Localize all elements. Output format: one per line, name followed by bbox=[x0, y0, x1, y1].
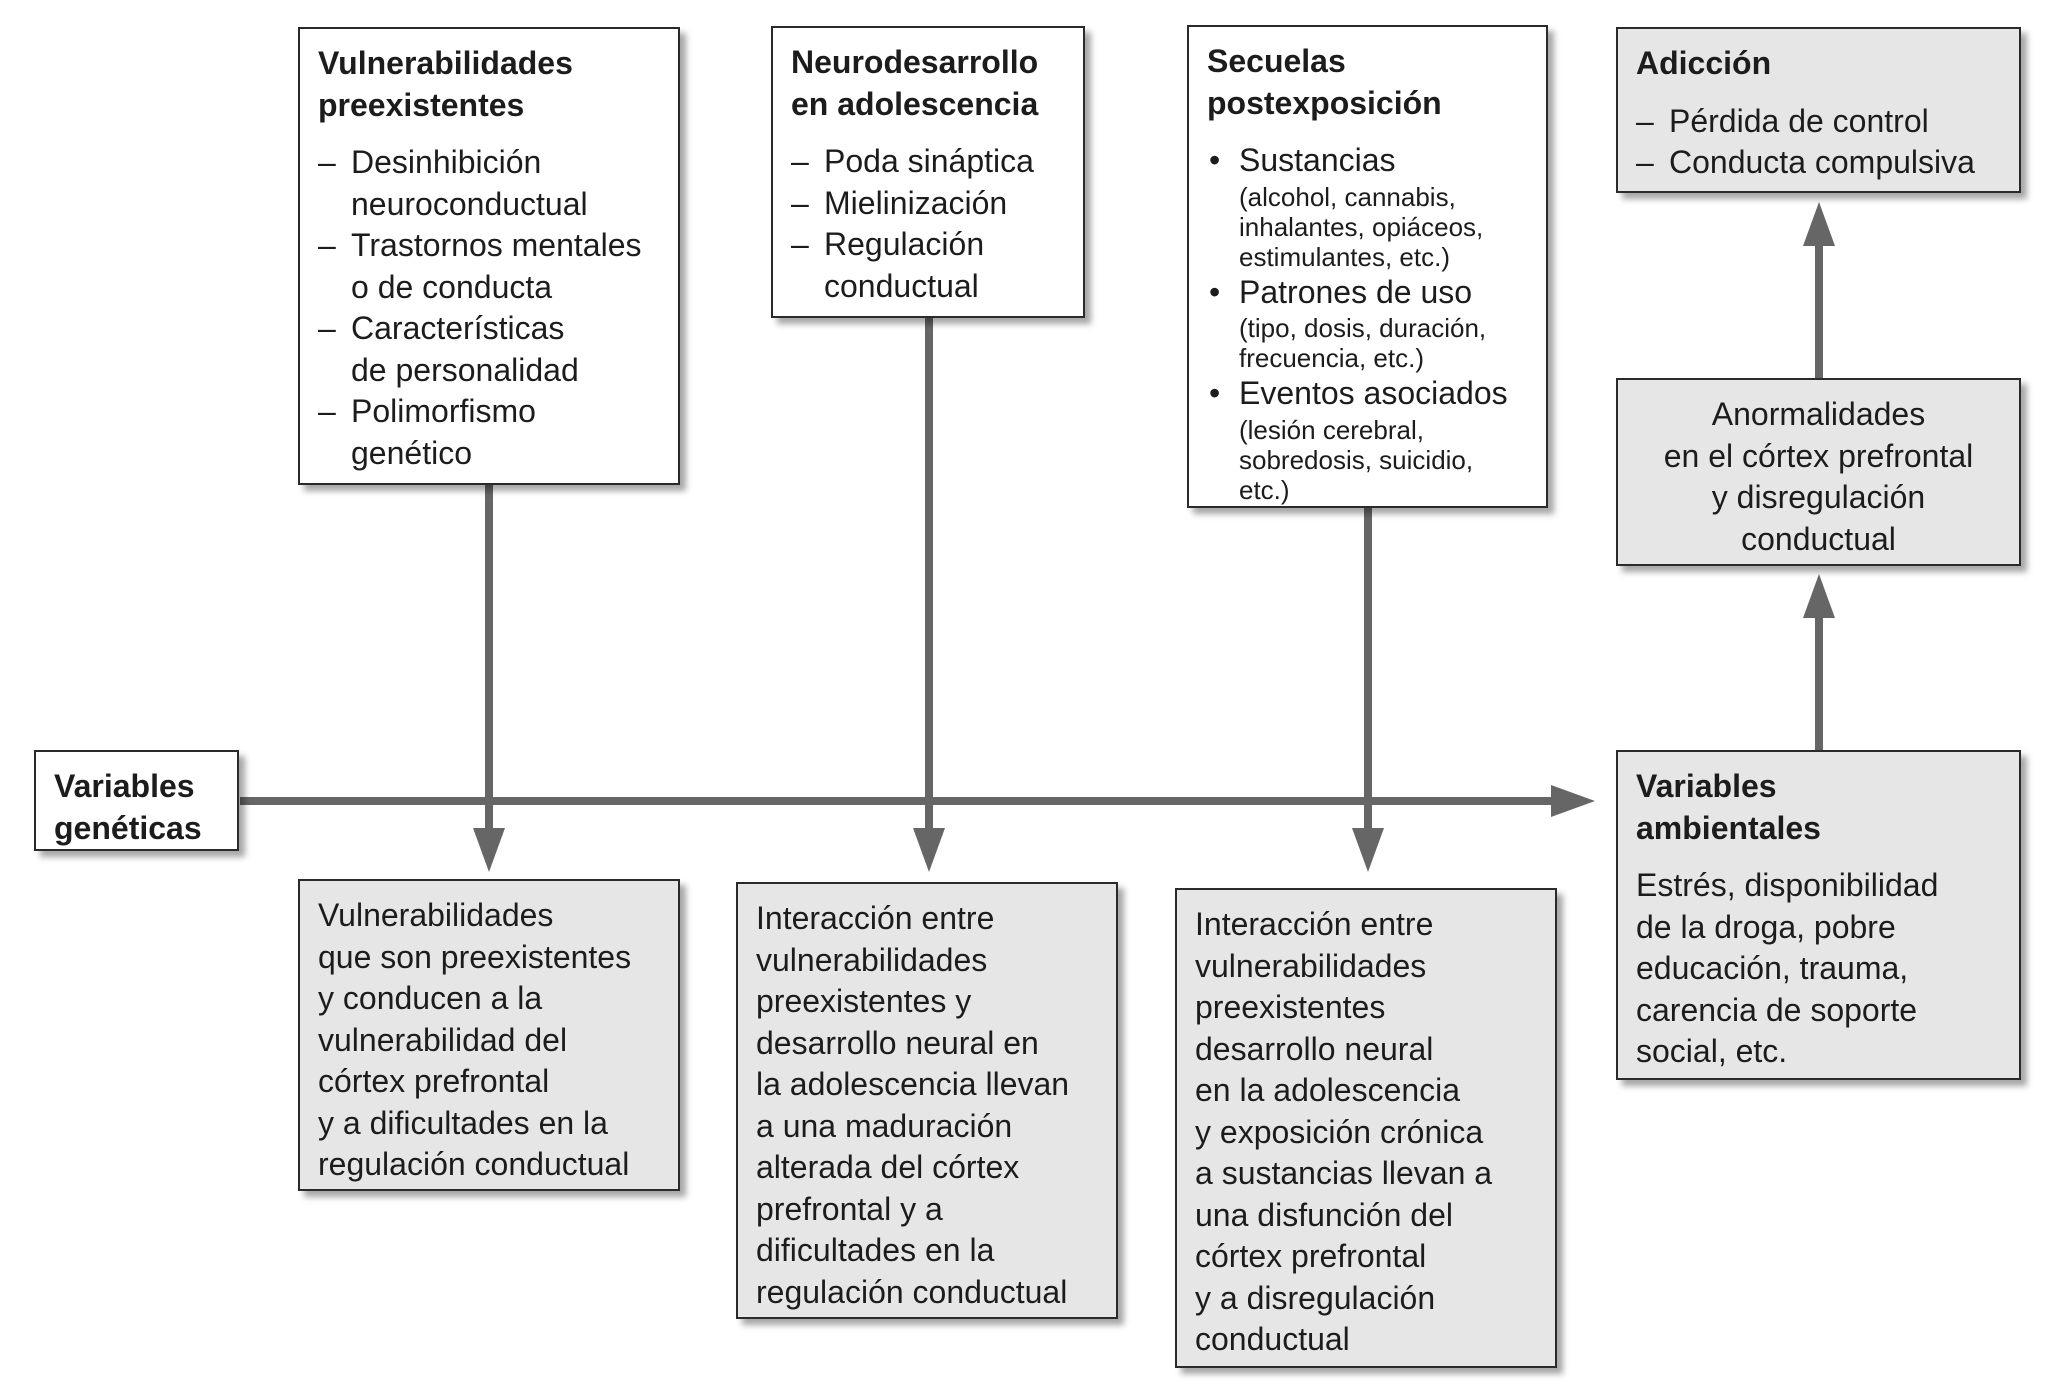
arrowhead-secuelas bbox=[1352, 828, 1384, 872]
arrowhead-vulnerabilidades bbox=[473, 828, 505, 872]
vulnerabilidades-title: Vulnerabilidades preexistentes bbox=[318, 45, 573, 123]
list-item: Patrones de uso (tipo, dosis, duración, … bbox=[1207, 272, 1528, 374]
neurodesarrollo-title: Neurodesarrollo en adolescencia bbox=[791, 44, 1039, 122]
box-variables-ambientales: Variables ambientales Estrés, disponibil… bbox=[1616, 750, 2021, 1080]
list-item: Sustancias (alcohol, cannabis, inhalante… bbox=[1207, 140, 1528, 272]
list-item: Características de personalidad bbox=[318, 308, 660, 391]
box-anormalidades: Anormalidades en el córtex prefrontal y … bbox=[1616, 378, 2021, 566]
ambientales-text: Estrés, disponibilidad de la droga, pobr… bbox=[1636, 867, 1939, 1069]
box-secuelas-postexposicion: Secuelas postexposición Sustancias (alco… bbox=[1187, 25, 1548, 508]
arrowhead-main-axis bbox=[1551, 785, 1595, 817]
adiccion-list: Pérdida de control Conducta compulsiva bbox=[1636, 101, 2001, 184]
list-item: Trastornos mentales o de conducta bbox=[318, 225, 660, 308]
neurodesarrollo-list: Poda sináptica Mielinización Regulación … bbox=[791, 141, 1065, 307]
ambientales-title: Variables ambientales bbox=[1636, 768, 1821, 846]
list-item: Conducta compulsiva bbox=[1636, 142, 2001, 184]
secuelas-list: Sustancias (alcohol, cannabis, inhalante… bbox=[1207, 140, 1528, 505]
adiccion-title: Adicción bbox=[1636, 45, 1772, 81]
secuelas-title: Secuelas postexposición bbox=[1207, 43, 1442, 121]
arrowhead-neurodesarrollo bbox=[913, 828, 945, 872]
box-adiccion: Adicción Pérdida de control Conducta com… bbox=[1616, 27, 2021, 193]
arrowhead-ambientales-up bbox=[1803, 574, 1835, 618]
list-item: Eventos asociados (lesión cerebral, sobr… bbox=[1207, 373, 1528, 505]
list-item: Desinhibición neuroconductual bbox=[318, 142, 660, 225]
box-resultado-interaccion-sustancias: Interacción entre vulnerabilidades preex… bbox=[1175, 888, 1557, 1368]
list-item: Poda sináptica bbox=[791, 141, 1065, 183]
list-item: Pérdida de control bbox=[1636, 101, 2001, 143]
box-variables-geneticas: Variables genéticas bbox=[34, 750, 239, 851]
box-resultado-interaccion-neural: Interacción entre vulnerabilidades preex… bbox=[736, 882, 1118, 1319]
box-vulnerabilidades-preexistentes: Vulnerabilidades preexistentes Desinhibi… bbox=[298, 27, 680, 485]
list-item: Mielinización bbox=[791, 183, 1065, 225]
list-item: Regulación conductual bbox=[791, 224, 1065, 307]
geneticas-title: Variables genéticas bbox=[54, 768, 202, 846]
vulnerabilidades-list: Desinhibición neuroconductual Trastornos… bbox=[318, 142, 660, 474]
arrowhead-anormalidades-up bbox=[1803, 202, 1835, 246]
box-neurodesarrollo: Neurodesarrollo en adolescencia Poda sin… bbox=[771, 26, 1085, 318]
list-item: Polimorfismo genético bbox=[318, 391, 660, 474]
box-resultado-vulnerabilidades: Vulnerabilidades que son preexistentes y… bbox=[298, 879, 680, 1191]
